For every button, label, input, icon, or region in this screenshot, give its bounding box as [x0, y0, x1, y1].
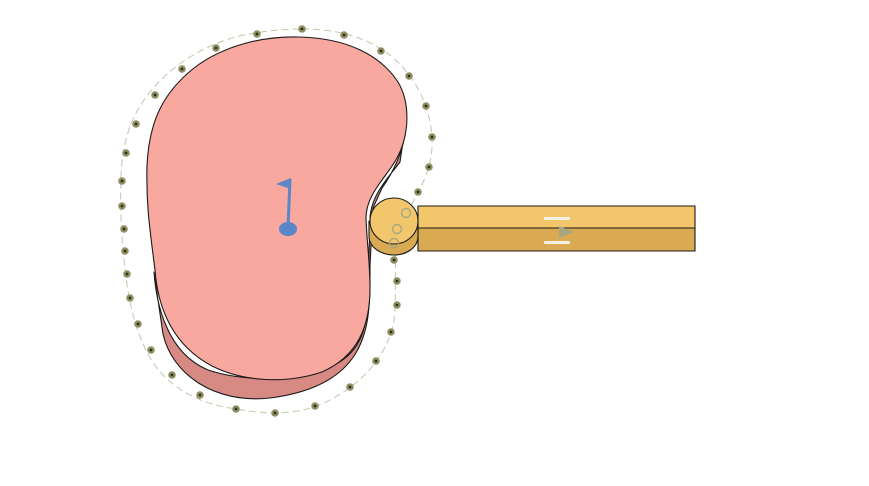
path-marker [377, 47, 385, 55]
path-marker [340, 31, 348, 39]
path-marker [393, 277, 401, 285]
follower-hub-top [369, 197, 419, 245]
path-marker [196, 391, 204, 399]
path-marker [387, 328, 395, 336]
path-marker [390, 256, 398, 264]
path-marker [126, 294, 134, 302]
path-marker [121, 247, 129, 255]
path-marker [271, 409, 279, 417]
path-marker [151, 91, 159, 99]
path-marker [168, 371, 176, 379]
path-marker [372, 357, 380, 365]
hub-pin-markers [388, 207, 412, 249]
path-marker [393, 301, 401, 309]
path-marker [253, 30, 261, 38]
slot-marker-bottom [544, 241, 570, 244]
path-marker [118, 177, 126, 185]
follower-side-face [417, 227, 696, 252]
path-markers [118, 25, 436, 417]
path-marker [178, 65, 186, 73]
arrow-right-icon [559, 226, 574, 238]
path-marker [311, 402, 319, 410]
path-marker [122, 149, 130, 157]
path-marker [134, 320, 142, 328]
path-marker [132, 120, 140, 128]
cam-top-face [146, 36, 408, 381]
path-marker [298, 25, 306, 33]
path-marker [428, 133, 436, 141]
slot-marker-top [544, 217, 570, 220]
path-marker [118, 202, 126, 210]
path-marker [425, 163, 433, 171]
path-marker [405, 72, 413, 80]
path-marker [147, 346, 155, 354]
path-marker [414, 188, 422, 196]
path-marker [232, 405, 240, 413]
path-marker [123, 270, 131, 278]
path-marker [120, 225, 128, 233]
path-marker [212, 44, 220, 52]
flag-pivot-icon [276, 178, 297, 236]
path-marker [346, 383, 354, 391]
path-marker [422, 102, 430, 110]
